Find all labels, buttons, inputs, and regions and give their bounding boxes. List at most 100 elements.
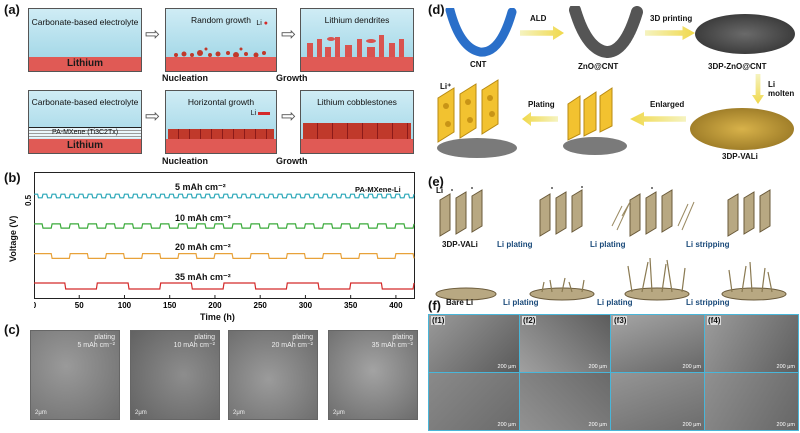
a1-random-text: Random growth: [190, 15, 251, 25]
b-series-2: [34, 223, 415, 229]
b-xtick-label-0: 0: [34, 301, 37, 310]
b-xtick-label-200: 200: [208, 301, 222, 310]
e-step-1: Li plating: [497, 240, 533, 249]
c-sem-1-scale: 2μm: [35, 410, 47, 416]
e-step2-1: Li plating: [503, 298, 539, 307]
a2-box-cobblestones: Lithium cobblestones: [300, 90, 414, 154]
b-xtick-label-100: 100: [118, 301, 132, 310]
panel-a-label: (a): [4, 2, 20, 17]
a2-cobble-layer: [303, 123, 411, 139]
b-ylabel: Voltage (V): [8, 215, 18, 262]
a1-box-dendrites: Lithium dendrites: [300, 8, 414, 72]
a2-cobblestones-text: Lithium cobblestones: [317, 97, 397, 107]
c-sem-2-scale: 2μm: [135, 410, 147, 416]
a1-caption-growth: Growth: [276, 73, 308, 83]
b-xtick-label-350: 350: [344, 301, 358, 310]
panel-e-label: (e): [428, 174, 444, 189]
d-vali-disc: [690, 108, 794, 150]
a1-box-electrolyte: Carbonate-based electrolyte Lithium: [28, 8, 142, 72]
b-xtick-label-250: 250: [254, 301, 268, 310]
d-cnt-tube: [445, 8, 517, 57]
d-zno-label: ZnO@CNT: [578, 62, 619, 71]
b-curve-label-35: 35 mAh cm⁻²: [175, 272, 231, 282]
b-plot-frame: [34, 172, 415, 299]
c-sem-4-scale: 2μm: [333, 410, 345, 416]
e-step2-3: Li stripping: [686, 298, 730, 307]
b-curve-label-5: 5 mAh cm⁻²: [175, 182, 226, 192]
d-ald-label: ALD: [530, 14, 547, 23]
a1-caption-nucleation: Nucleation: [162, 73, 209, 83]
d-arrow-plating-icon: [522, 112, 558, 126]
f1-bottom-scale: 200 μm: [497, 422, 516, 428]
d-arrow-enlarged-icon: [630, 112, 686, 126]
d-printing-label: 3D printing: [650, 14, 693, 23]
a1-electrolyte-text: Carbonate-based electrolyte: [31, 17, 139, 27]
a2-box-horizontal: Horizontal growth Li: [165, 90, 277, 154]
b-scale-label: 0.5: [24, 194, 33, 206]
a1-box-random: Random growth Li ●: [165, 8, 277, 72]
b-xtick-label-50: 50: [75, 301, 84, 310]
a1-arrow-icon-2: ⇨: [281, 24, 297, 44]
f4-bottom-image: 200 μm: [704, 372, 799, 431]
a2-horizontal-layer: [168, 129, 274, 139]
a1-lithium-base-2: [166, 57, 276, 71]
a2-arrow-icon-2: ⇨: [281, 106, 297, 126]
c-sem-3-scale: 2μm: [233, 410, 245, 416]
a2-electrolyte-text: Carbonate-based electrolyte: [31, 97, 139, 107]
a2-caption-growth: Growth: [276, 156, 308, 166]
d-li-molten-label: Li molten: [768, 80, 795, 98]
f3-bottom-scale: 200 μm: [682, 422, 701, 428]
d-3dp-zno-label: 3DP-ZnO@CNT: [708, 62, 767, 71]
d-3dp-disc: [695, 14, 795, 54]
d-cnt-label: CNT: [470, 60, 487, 69]
f2-label: (f2): [522, 316, 537, 325]
b-xlabel: Time (h): [200, 312, 235, 322]
d-arrow-printing-icon: [645, 26, 695, 40]
f2-bottom-scale: 200 μm: [588, 422, 607, 428]
b-chart: 050100150200250300350400: [34, 172, 415, 310]
f4-bottom-scale: 200 μm: [776, 422, 795, 428]
e-row1-illustration: [439, 186, 771, 237]
e-step2-2: Li plating: [597, 298, 633, 307]
panel-c-label: (c): [4, 322, 20, 337]
a2-mxene-label: PA-MXene (Ti3C2Tx): [29, 128, 141, 138]
e-bare-label: Bare Li: [446, 298, 474, 307]
a2-lithium-label: Lithium: [29, 139, 141, 153]
f2-top-scale: 200 μm: [588, 364, 607, 370]
d-plating-label: Plating: [528, 100, 555, 109]
f3-bottom-image: 200 μm: [610, 372, 705, 431]
a2-caption-nucleation: Nucleation: [162, 156, 209, 166]
d-zno-tube: [569, 6, 643, 59]
b-series-3: [34, 253, 415, 259]
f3-top-scale: 200 μm: [682, 364, 701, 370]
d-li-ion-label: Li⁺: [440, 82, 452, 91]
b-xtick-label-300: 300: [299, 301, 313, 310]
b-xtick-label-150: 150: [163, 301, 177, 310]
a1-dendrites-text: Lithium dendrites: [324, 15, 390, 25]
f3-label: (f3): [613, 316, 628, 325]
d-arrow-down-icon: [752, 74, 764, 104]
d-arrow-ald-icon: [520, 26, 564, 40]
e-vali-label: 3DP-VALi: [442, 240, 478, 249]
f4-top-image: (f4) 200 μm: [704, 314, 799, 373]
d-vali-label: 3DP-VALi: [722, 152, 758, 161]
f1-top-image: (f1) 200 μm: [428, 314, 520, 373]
a1-arrow-icon: ⇨: [145, 24, 161, 44]
b-legend: PA-MXene-Li: [355, 185, 401, 194]
f1-bottom-image: 200 μm: [428, 372, 520, 431]
a2-arrow-icon: ⇨: [145, 106, 161, 126]
b-curve-label-20: 20 mAh cm⁻²: [175, 242, 231, 252]
panel-d-label: (d): [428, 2, 445, 17]
a2-horizontal-text: Horizontal growth: [187, 97, 255, 107]
f4-label: (f4): [707, 316, 722, 325]
a2-lithium-base-2: [166, 139, 276, 153]
b-curve-label-10: 10 mAh cm⁻²: [175, 213, 231, 223]
a1-li-marker: Li ●: [256, 20, 268, 27]
